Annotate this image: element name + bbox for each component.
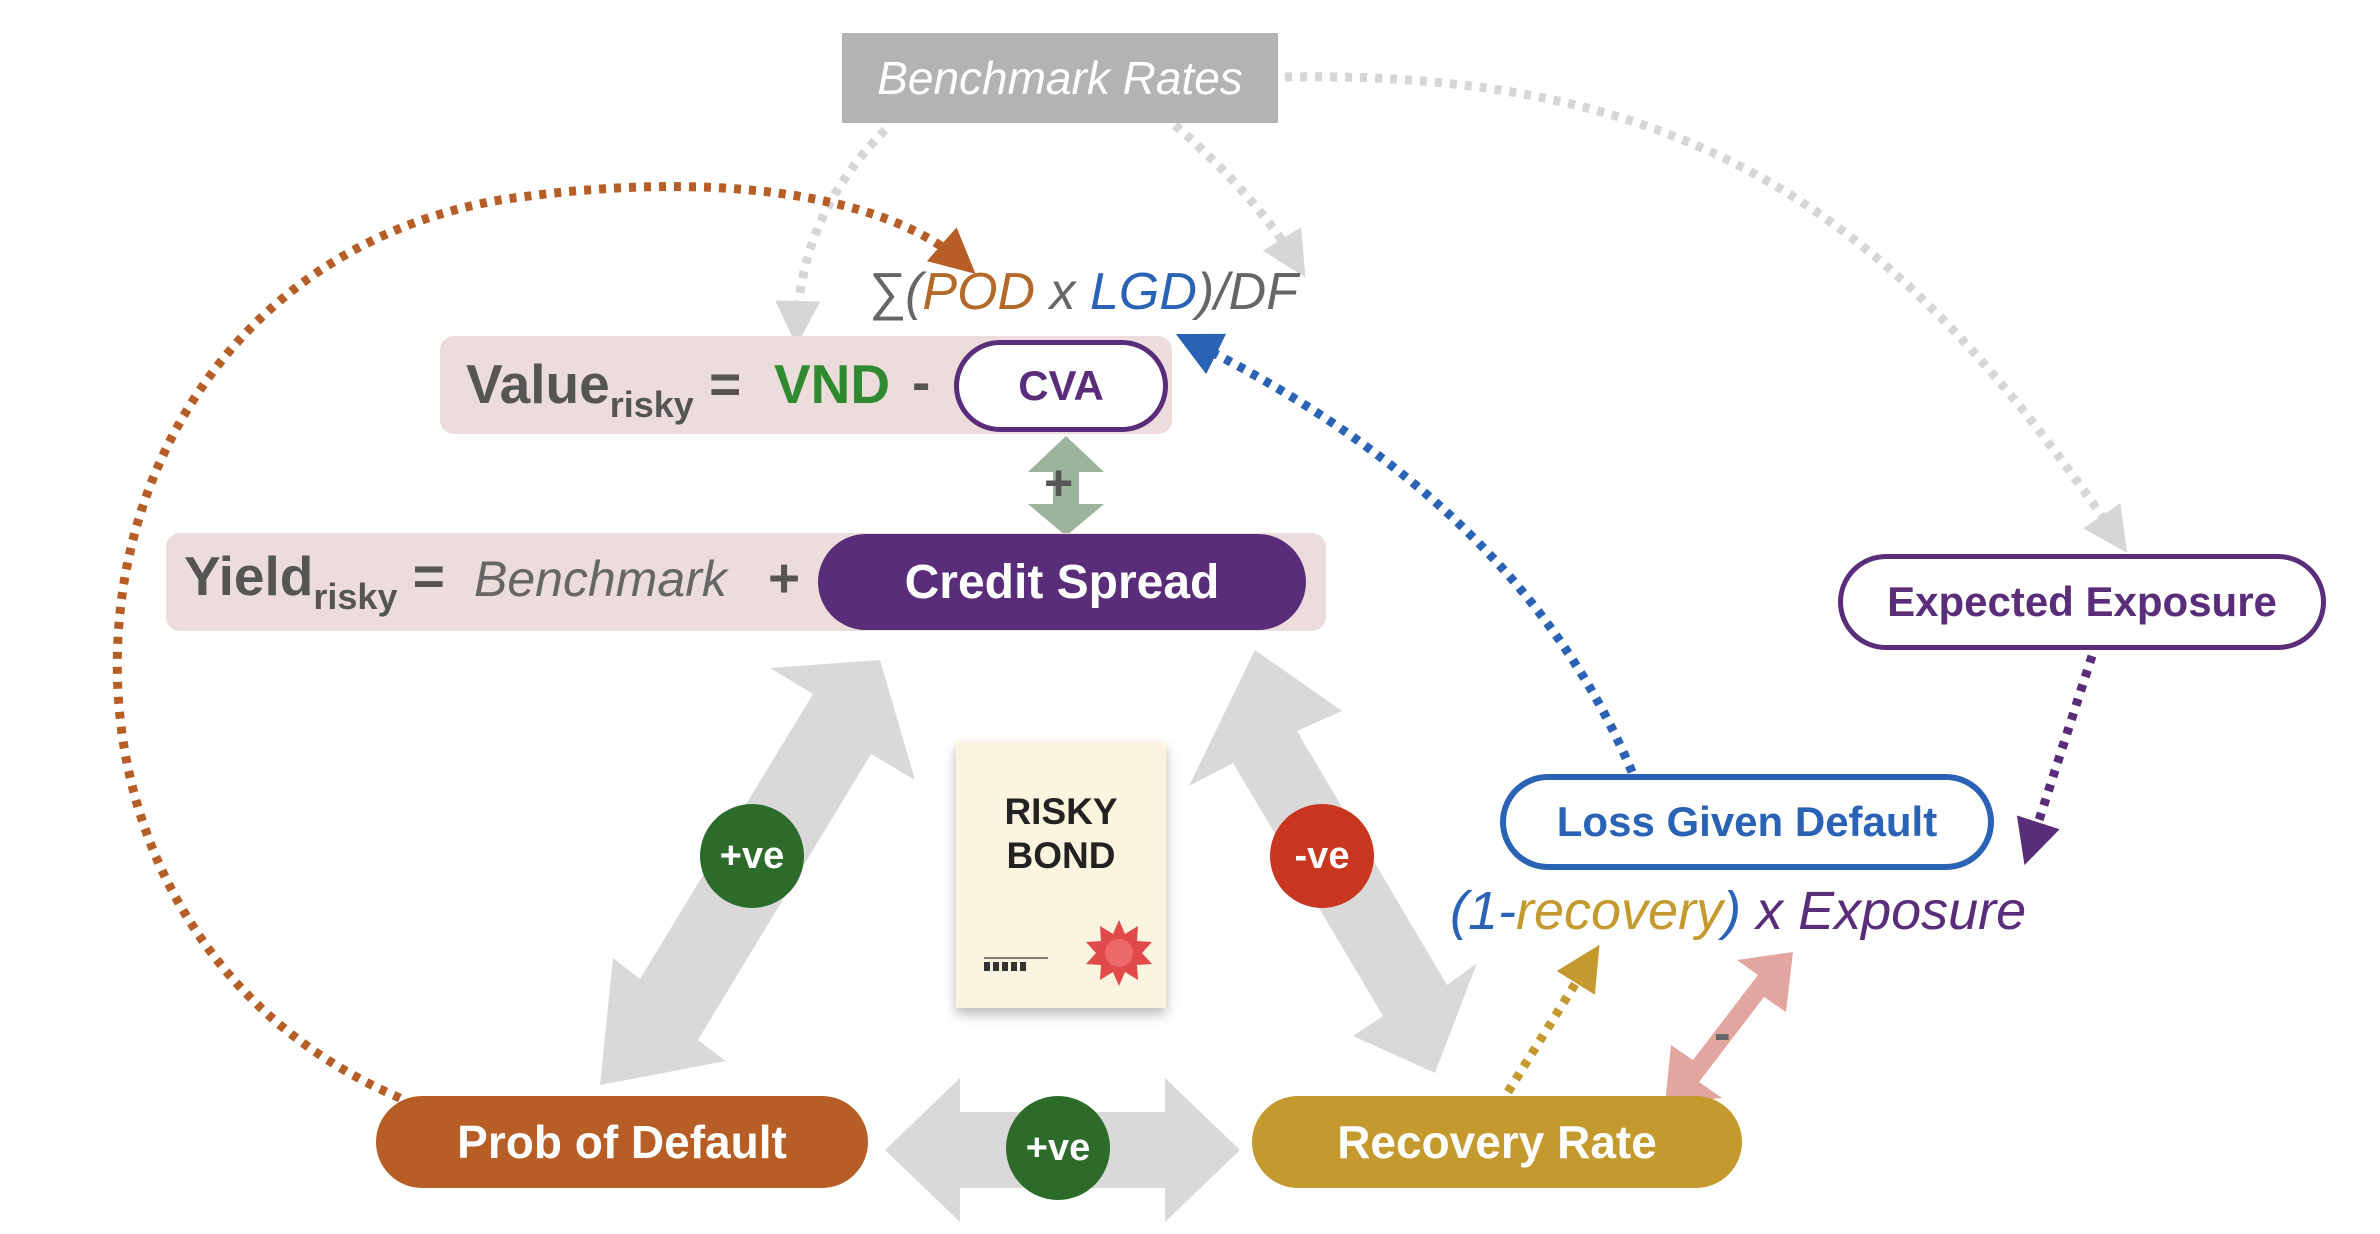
pod-to-formula-connector — [112, 182, 976, 1103]
value-minus: - — [912, 351, 931, 413]
lgd-formula: (1-recovery) x Exposure — [1450, 880, 2026, 942]
recovery-rate-label: Recovery Rate — [1337, 1116, 1657, 1168]
formula-open: ∑( — [868, 263, 923, 321]
credit-spread-box: Credit Spread — [818, 534, 1306, 630]
prob-of-default-box: Prob of Default — [376, 1096, 868, 1188]
bond-signature-line — [984, 957, 1048, 971]
cva-credit-spread-arrow — [1028, 436, 1104, 536]
formula-lgd: LGD — [1089, 263, 1197, 321]
exposure-to-lgd-formula-connector — [2016, 654, 2097, 866]
vnd-label: VND — [774, 353, 891, 415]
expected-exposure-label: Expected Exposure — [1887, 578, 2277, 625]
yield-subscript: risky — [313, 576, 398, 617]
formula-pod: POD — [922, 263, 1036, 321]
risky-bond-document: RISKY BOND — [956, 742, 1166, 1008]
formula-times: x — [1035, 263, 1090, 321]
loss-given-default-box: Loss Given Default — [1500, 774, 1994, 870]
yield-label: Yield — [184, 545, 314, 607]
recovery-to-lgd-formula-connector — [1504, 944, 1600, 1095]
bond-seal-icon — [1086, 920, 1152, 986]
cva-label: CVA — [1018, 362, 1104, 409]
yield-benchmark-label: Benchmark — [474, 551, 727, 607]
value-label: Value — [466, 353, 610, 415]
value-risky-label: Valuerisky = — [466, 352, 741, 426]
recovery-rate-box: Recovery Rate — [1252, 1096, 1742, 1188]
prob-of-default-label: Prob of Default — [457, 1116, 787, 1168]
pod-credit-spread-positive-badge: +ve — [700, 804, 804, 908]
value-equals: = — [709, 353, 742, 415]
recovery-exposure-arrow — [1665, 952, 1793, 1104]
expected-exposure-box: Expected Exposure — [1838, 554, 2326, 650]
cva-formula: ∑(POD x LGD)/DF — [868, 262, 1298, 322]
benchmark-to-formula-connector — [1172, 121, 1306, 278]
value-subscript: risky — [609, 384, 694, 425]
benchmark-to-exposure-connector — [1284, 72, 2128, 553]
recovery-credit-spread-negative-badge: -ve — [1270, 804, 1374, 908]
cva-box: CVA — [954, 340, 1168, 432]
recovery-exposure-minus-sign: - — [1714, 1005, 1731, 1061]
lgd-to-formula-connector — [1175, 333, 1637, 774]
lgd-formula-exposure: Exposure — [1798, 881, 2027, 941]
lgd-formula-recovery: recovery — [1516, 881, 1724, 941]
yield-equals: = — [412, 545, 445, 607]
lgd-formula-open: (1- — [1450, 881, 1516, 941]
pod-recovery-positive-badge: +ve — [1006, 1096, 1110, 1200]
lgd-formula-close: ) — [1723, 881, 1742, 941]
yield-risky-label: Yieldrisky = — [184, 544, 445, 618]
yield-plus: + — [768, 547, 801, 609]
loss-given-default-label: Loss Given Default — [1556, 798, 1938, 845]
benchmark-rates-label: Benchmark Rates — [877, 52, 1243, 104]
risky-bond-title: RISKY BOND — [1004, 791, 1118, 876]
credit-spread-label: Credit Spread — [904, 555, 1220, 609]
lgd-formula-times: x — [1741, 881, 1799, 941]
cva-link-plus-sign: + — [1044, 455, 1074, 511]
benchmark-rates-box: Benchmark Rates — [842, 33, 1278, 123]
formula-close-df: )/DF — [1196, 263, 1298, 321]
